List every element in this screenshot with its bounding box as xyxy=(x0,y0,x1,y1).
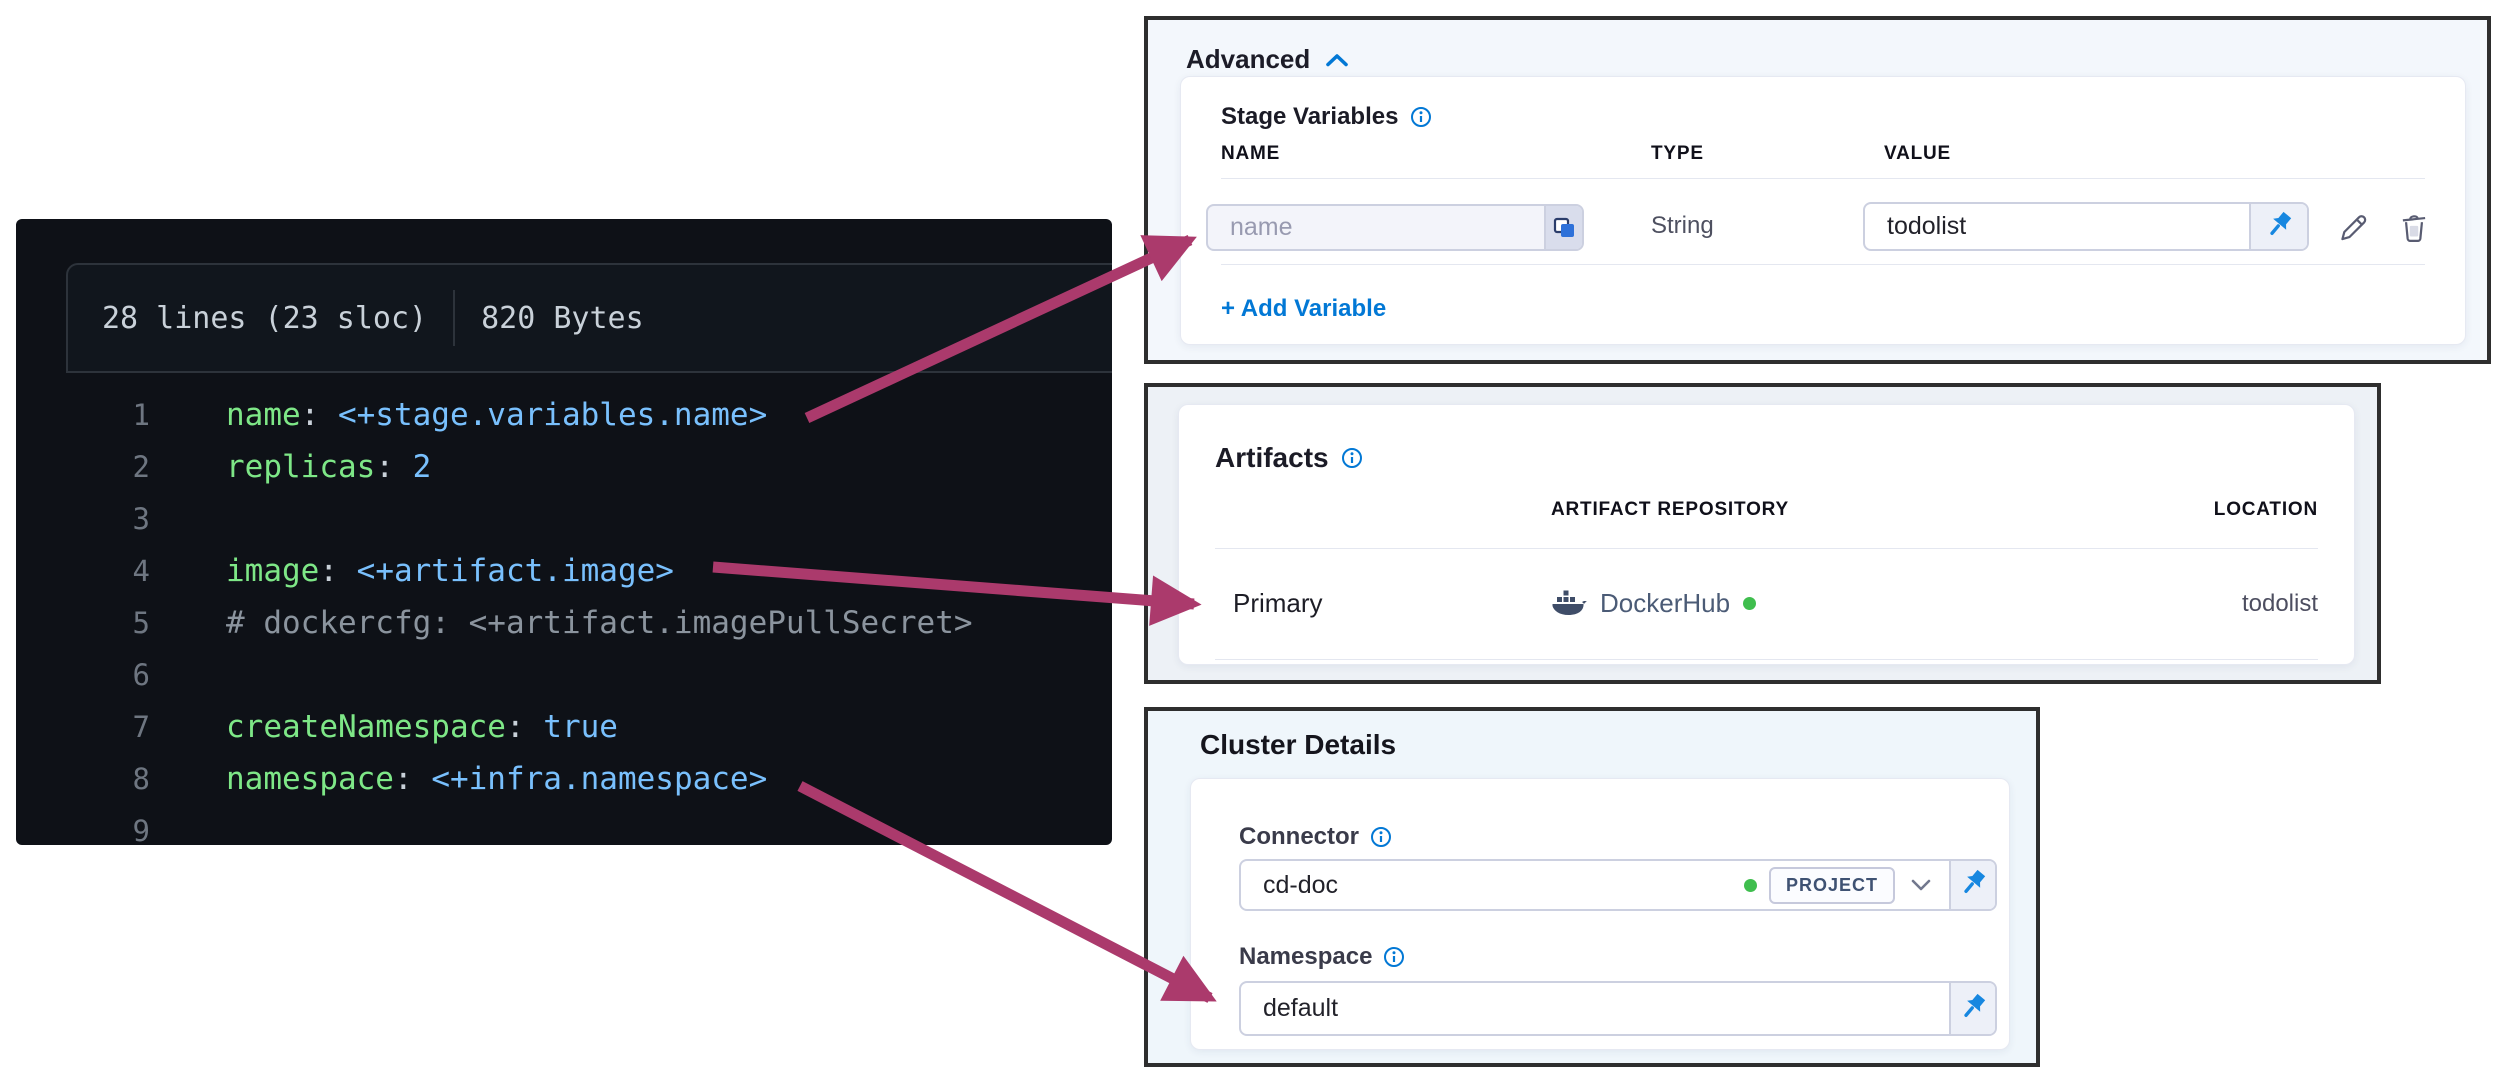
variable-value-input[interactable] xyxy=(1865,204,2249,249)
variable-type: String xyxy=(1651,212,1714,239)
line-number: 3 xyxy=(132,502,150,536)
yaml-value: 2 xyxy=(412,449,432,485)
info-icon[interactable] xyxy=(1341,447,1363,469)
line-number: 2 xyxy=(132,450,150,484)
artifacts-card: Artifacts ARTIFACT REPOSITORY LOCATION P… xyxy=(1178,404,2355,665)
code-line: 5 # dockercfg: <+artifact.imagePullSecret… xyxy=(16,597,1112,649)
info-icon[interactable] xyxy=(1383,946,1405,968)
scope-badge: PROJECT xyxy=(1768,866,1895,904)
variable-name-input[interactable] xyxy=(1208,206,1544,249)
file-meta-bar: 28 lines (23 sloc) 820 Bytes xyxy=(66,263,1112,373)
connector-status-dot xyxy=(1743,597,1757,610)
copy-segment[interactable] xyxy=(1544,206,1582,249)
artifacts-title: Artifacts xyxy=(1215,442,1329,473)
add-variable-button[interactable]: + Add Variable xyxy=(1221,295,1387,322)
yaml-key: image xyxy=(226,553,320,589)
pin-icon[interactable] xyxy=(1957,869,1989,901)
artifact-row[interactable]: Primary DockerHub todolist xyxy=(1179,548,2354,659)
file-lines-info: 28 lines (23 sloc) xyxy=(102,300,428,336)
column-header-artifact-repository: ARTIFACT REPOSITORY xyxy=(1551,499,1789,520)
info-icon[interactable] xyxy=(1410,106,1432,128)
yaml-key: namespace xyxy=(226,761,394,797)
yaml-value: <+stage.variables.name> xyxy=(337,397,768,433)
chevron-up-icon[interactable] xyxy=(1324,51,1350,69)
stage-variables-title-row: Stage Variables xyxy=(1221,103,1432,131)
stage-variables-card: Stage Variables NAME TYPE VALUE Stri xyxy=(1180,76,2466,345)
yaml-comment: # dockercfg: <+artifact.imagePullSecret> xyxy=(226,605,973,641)
line-number: 7 xyxy=(132,710,150,744)
variable-name-field xyxy=(1206,204,1584,251)
pin-segment[interactable] xyxy=(1949,861,1995,909)
column-header-name: NAME xyxy=(1221,143,1281,164)
namespace-input[interactable] xyxy=(1241,983,1949,1034)
artifact-name: Primary xyxy=(1233,588,1323,618)
cluster-details-panel: Cluster Details Connector PROJECT xyxy=(1144,707,2040,1067)
copy-icon[interactable] xyxy=(1550,214,1578,242)
cluster-details-title: Cluster Details xyxy=(1200,729,1397,760)
divider xyxy=(1221,178,2425,179)
edit-icon xyxy=(2341,215,2367,241)
line-number: 6 xyxy=(132,658,150,692)
namespace-label-row: Namespace xyxy=(1239,943,1405,971)
info-icon[interactable] xyxy=(1370,826,1392,848)
stage-variables-title: Stage Variables xyxy=(1221,103,1399,130)
line-number: 8 xyxy=(132,762,150,796)
connector-status-dot xyxy=(1743,878,1757,892)
connector-input[interactable] xyxy=(1241,861,1744,909)
yaml-key: createNamespace xyxy=(226,709,506,745)
delete-icon xyxy=(2402,215,2426,243)
divider xyxy=(1215,548,2318,549)
connector-field: PROJECT xyxy=(1239,859,1997,911)
artifacts-panel: Artifacts ARTIFACT REPOSITORY LOCATION P… xyxy=(1144,383,2381,684)
advanced-section-panel: Advanced Stage Variables NAME TYPE VALUE xyxy=(1144,16,2491,364)
line-number: 1 xyxy=(132,398,150,432)
artifact-repository: DockerHub xyxy=(1551,588,1757,619)
docker-whale-icon xyxy=(1552,590,1587,615)
yaml-value: <+artifact.image> xyxy=(356,553,674,589)
pin-icon[interactable] xyxy=(1957,993,1989,1025)
namespace-label: Namespace xyxy=(1239,943,1373,970)
connector-label: Connector xyxy=(1239,823,1359,850)
edit-variable-button[interactable] xyxy=(2333,208,2373,248)
column-header-type: TYPE xyxy=(1651,143,1704,164)
divider xyxy=(1215,659,2318,660)
pin-segment[interactable] xyxy=(2249,204,2307,249)
yaml-value: true xyxy=(543,709,618,745)
code-line: 3 xyxy=(16,493,1112,545)
variable-row: String xyxy=(1181,202,2465,251)
advanced-section-header[interactable]: Advanced xyxy=(1186,44,1350,75)
artifacts-title-row: Artifacts xyxy=(1215,442,1363,474)
delete-variable-button[interactable] xyxy=(2394,208,2434,248)
yaml-key: replicas xyxy=(226,449,376,485)
line-number: 4 xyxy=(132,554,150,588)
cluster-details-card: Connector PROJECT xyxy=(1190,778,2010,1050)
line-number: 9 xyxy=(132,814,150,845)
column-header-value: VALUE xyxy=(1884,143,1951,164)
meta-divider xyxy=(453,290,456,346)
namespace-field xyxy=(1239,981,1997,1036)
code-line: 9 xyxy=(16,805,1112,845)
column-header-location: LOCATION xyxy=(2213,499,2318,520)
yaml-value: <+infra.namespace> xyxy=(431,761,768,797)
pin-segment[interactable] xyxy=(1949,983,1995,1034)
connector-label-row: Connector xyxy=(1239,823,1392,851)
artifact-location: todolist xyxy=(2241,589,2318,617)
line-number: 5 xyxy=(132,606,150,640)
chevron-down-icon[interactable] xyxy=(1909,877,1933,893)
pin-icon[interactable] xyxy=(2263,211,2295,243)
divider xyxy=(1221,264,2425,265)
yaml-key: name xyxy=(226,397,301,433)
variable-value-field xyxy=(1863,202,2309,251)
advanced-title: Advanced xyxy=(1186,44,1311,74)
code-line: 6 xyxy=(16,649,1112,701)
artifact-repository-name: DockerHub xyxy=(1600,588,1731,618)
file-size-info: 820 Bytes xyxy=(481,300,644,336)
